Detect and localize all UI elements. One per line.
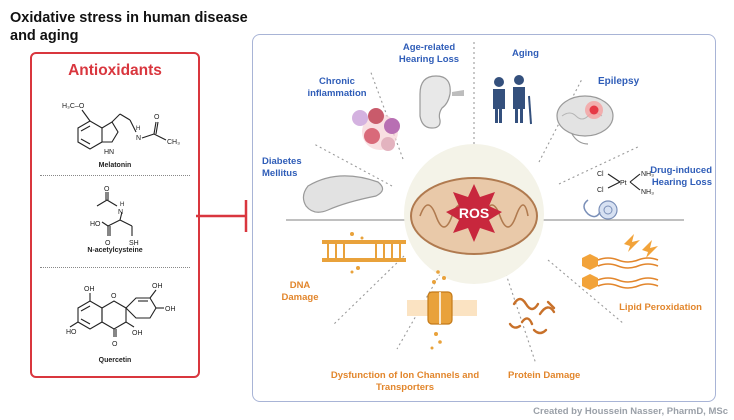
credit-line: Created by Houssein Nasser, PharmD, MSc — [533, 406, 728, 417]
nac-atom: H — [120, 202, 124, 208]
ear-icon — [419, 75, 464, 129]
label-diabetes-mellitus: Diabetes Mellitus — [262, 156, 302, 179]
melatonin-atom: HN — [104, 149, 114, 156]
quercetin-atom: OH — [165, 306, 176, 313]
melatonin-atom: H₃C–O — [62, 103, 85, 110]
n-acetylcysteine-structure: HO O H N O SH — [90, 186, 139, 247]
ros-burst — [446, 184, 502, 242]
quercetin-atom: OH — [152, 283, 163, 290]
melatonin-structure: H₃C–O HN H N CH₃ O — [62, 103, 180, 156]
immune-cells-icon — [352, 108, 400, 151]
elderly-couple-icon — [493, 75, 532, 125]
cisplatin-atom: Cl — [597, 187, 604, 194]
label-chronic-inflammation: Chronic inflammation — [307, 76, 367, 99]
nac-atom: SH — [129, 240, 139, 247]
figure-title: Oxidative stress in human disease and ag… — [10, 10, 248, 44]
separator — [40, 267, 190, 268]
quercetin-atom: O — [111, 293, 117, 300]
label-ion-channels: Dysfunction of Ion Channels and Transpor… — [330, 370, 480, 393]
ion-channel-icon — [407, 270, 477, 350]
ros-diagram: ROS Cl Cl Pt NH₃ — [286, 42, 684, 365]
quercetin-label: Quercetin — [98, 357, 132, 364]
label-aging: Aging — [512, 48, 539, 59]
cisplatin-atom: Cl — [597, 171, 604, 178]
lightning-icon — [642, 240, 658, 258]
nac-atom: O — [104, 186, 110, 193]
ros-label: ROS — [459, 205, 489, 221]
label-lipid-peroxidation: Lipid Peroxidation — [619, 302, 702, 313]
n-acetylcysteine-label: N-acetylcysteine — [87, 247, 143, 254]
antioxidants-heading: Antioxidants — [68, 62, 162, 79]
cisplatin-structure: Cl Cl Pt NH₃ NH₃ — [597, 171, 654, 196]
antioxidants-panel: Antioxidants H₃C–O HN H N CH₃ O Melatoni… — [30, 52, 200, 378]
nac-atom: O — [105, 240, 111, 247]
melatonin-atom: CH₃ — [167, 139, 180, 146]
pancreas-icon — [302, 175, 384, 213]
cisplatin-atom: NH₃ — [641, 171, 654, 178]
label-epilepsy: Epilepsy — [598, 76, 640, 87]
quercetin-structure: HO OH OH OH OH O O — [66, 283, 176, 348]
label-dna-damage: DNA Damage — [281, 280, 319, 303]
nac-atom: N — [118, 209, 123, 216]
brain-icon — [556, 95, 614, 145]
cochlea-icon — [583, 199, 618, 220]
label-drug-induced-hearing-loss: Drug-induced Hearing Loss — [650, 165, 712, 188]
lipid-bilayer-icon — [582, 234, 659, 290]
quercetin-atom: HO — [66, 329, 77, 336]
lightning-icon — [624, 234, 640, 252]
label-age-related-hearing-loss: Age-related Hearing Loss — [398, 42, 460, 65]
quercetin-atom: OH — [84, 286, 95, 293]
melatonin-atom: N — [136, 135, 141, 142]
melatonin-label: Melatonin — [98, 162, 132, 169]
melatonin-atom: H — [136, 126, 140, 132]
cisplatin-atom: Pt — [620, 180, 627, 187]
quercetin-atom: OH — [132, 330, 143, 337]
nac-atom: HO — [90, 221, 101, 228]
dna-icon — [322, 232, 406, 274]
inhibition-arrow — [196, 200, 248, 232]
melatonin-atom: O — [154, 114, 160, 121]
quercetin-atom: O — [112, 341, 118, 348]
separator — [40, 175, 190, 176]
cisplatin-atom: NH₃ — [641, 189, 654, 196]
label-protein-damage: Protein Damage — [508, 370, 581, 381]
protein-icon — [508, 297, 556, 335]
